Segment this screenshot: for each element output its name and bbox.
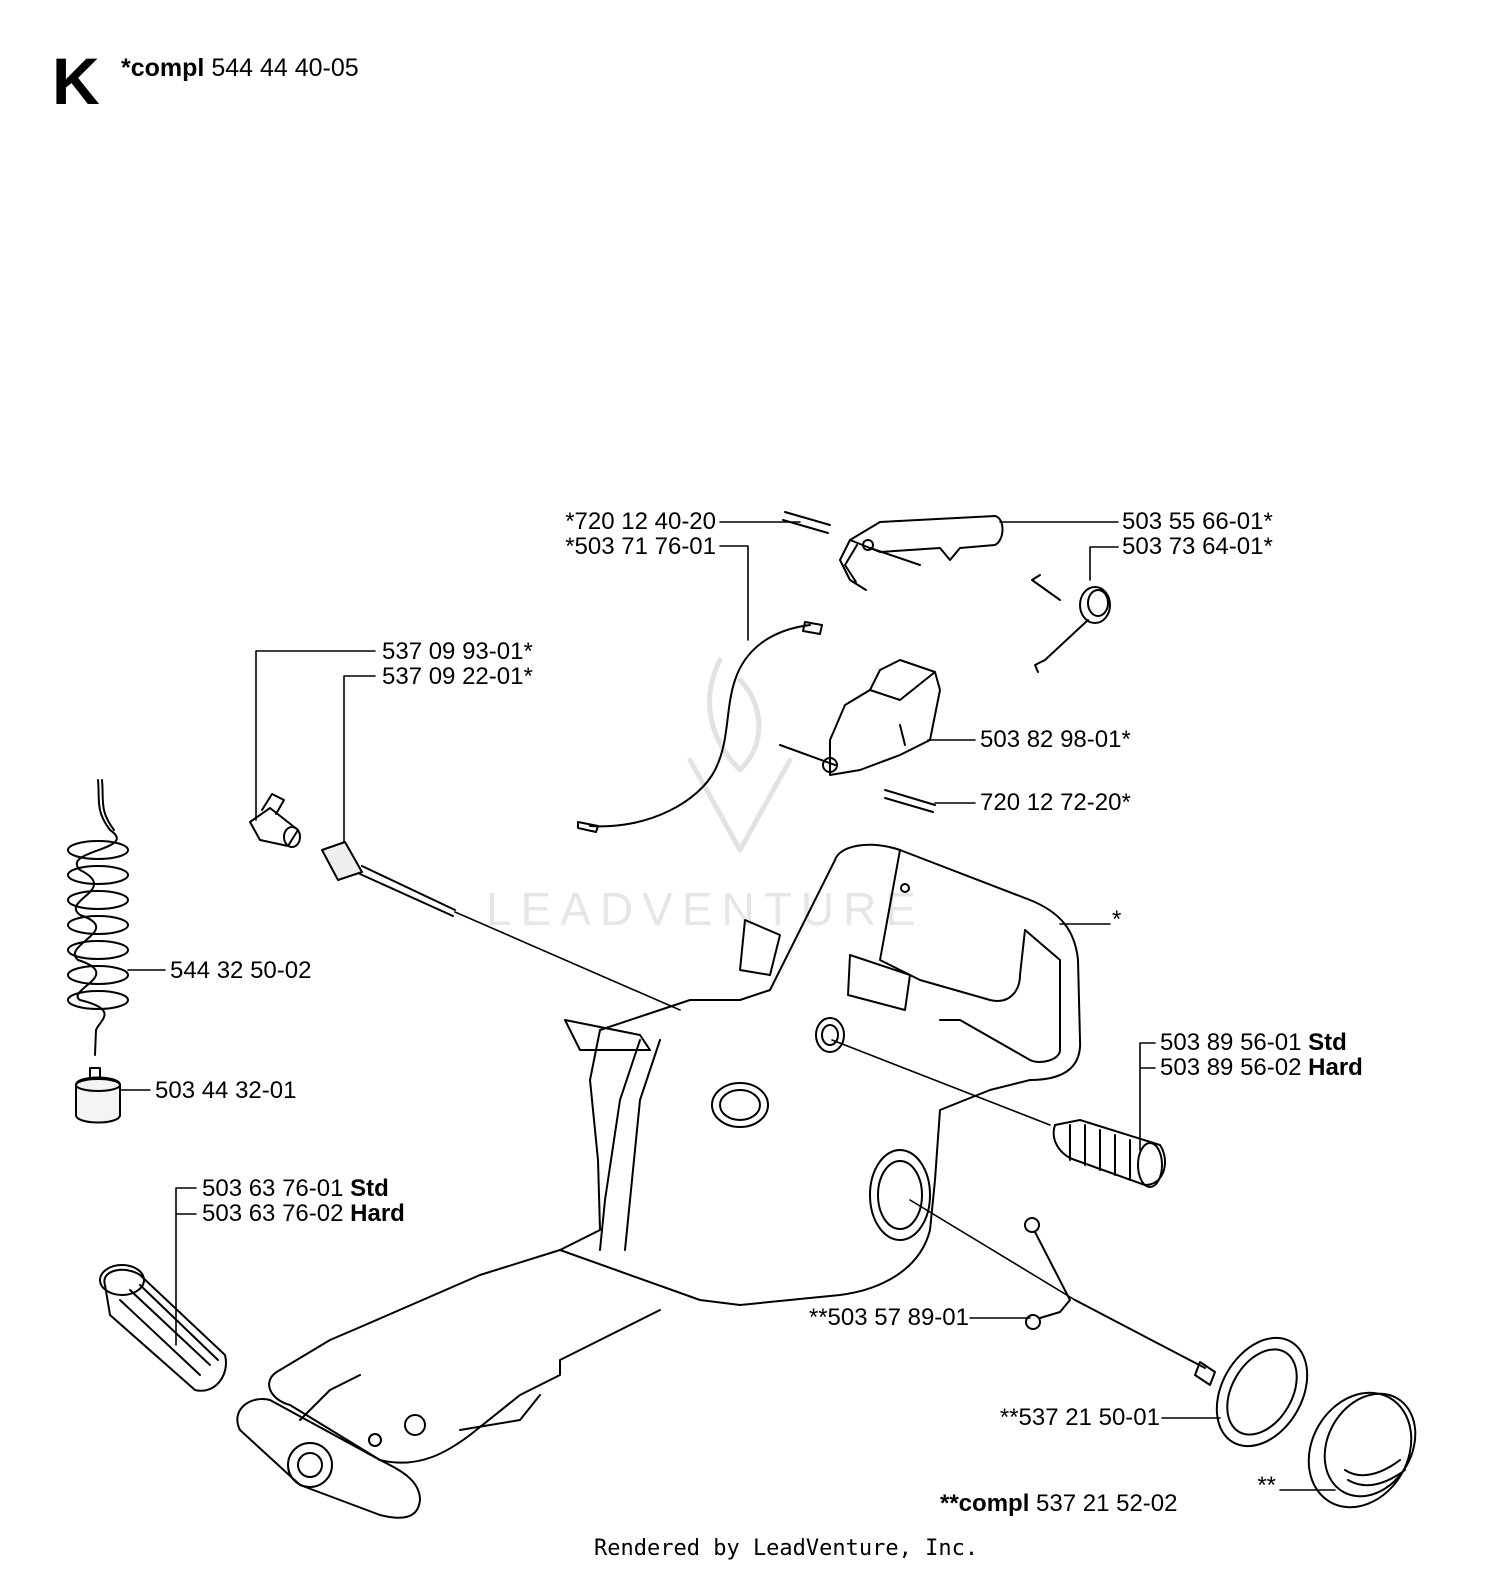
assembly-header: *compl 544 44 40-05	[121, 56, 359, 81]
assembly-header-prefix: *compl	[121, 54, 205, 82]
throttle-rod-part	[321, 841, 456, 917]
grip-right-part	[1052, 1119, 1166, 1188]
throttle-trigger-part	[782, 511, 1004, 591]
callout-503-73-64-01: 503 73 64-01*	[1122, 533, 1273, 560]
fuel-filter-part	[75, 1067, 121, 1124]
callout-fuel-cap: **	[1257, 1472, 1276, 1499]
throttle-cable-part	[577, 621, 823, 833]
leader-537-09-22-01	[343, 675, 376, 851]
trigger-spring-part	[1031, 574, 1111, 673]
callout-503-89-56-02: 503 89 56-02 Hard	[1160, 1054, 1363, 1081]
callout-compl-537-21-52-02: **compl 537 21 52-02	[940, 1490, 1178, 1517]
callout-503-71-76-01: *503 71 76-01	[565, 533, 716, 560]
footer-credit: Rendered by LeadVenture, Inc.	[594, 1536, 979, 1561]
callout-503-55-66-01: 503 55 66-01*	[1122, 508, 1273, 535]
leader-503-63-76	[175, 1187, 197, 1346]
callout-housing: *	[1112, 906, 1122, 933]
watermark-text: LEADVENTURE	[486, 883, 925, 935]
leader-grip-right	[831, 1039, 1051, 1126]
leader-throttle-rod	[454, 911, 681, 1011]
fuel-cap-part	[1307, 1391, 1417, 1509]
callout-720-12-72-20: 720 12 72-20*	[980, 789, 1131, 816]
leader-fuel-hose	[909, 1199, 1076, 1301]
callout-503-63-76-02: 503 63 76-02 Hard	[202, 1200, 405, 1227]
leader-537-09-93-01	[255, 650, 376, 821]
throttle-fitting-part	[249, 793, 301, 848]
fuel-hose-coil-part	[67, 779, 129, 1056]
assembly-header-number: 544 44 40-05	[211, 54, 359, 82]
callout-537-21-50-01: **537 21 50-01	[999, 1404, 1160, 1431]
callout-720-12-40-20: *720 12 40-20	[565, 508, 716, 535]
throttle-lockout-part	[779, 659, 941, 813]
fuel-cap-seal-part	[1215, 1336, 1309, 1448]
callout-537-09-22-01: 537 09 22-01*	[382, 663, 533, 690]
callout-544-32-50-02: 544 32 50-02	[170, 957, 312, 984]
watermark-logo-icon	[687, 657, 793, 853]
callout-537-09-93-01: 537 09 93-01*	[382, 638, 533, 665]
leader-lines	[111, 521, 1336, 1491]
leader-503-89-56	[1139, 1042, 1156, 1151]
grip-left-part	[99, 1264, 227, 1392]
leader-503-73-64-01	[1089, 546, 1119, 581]
section-letter: K	[52, 44, 100, 118]
callout-503-44-32-01: 503 44 32-01	[155, 1077, 297, 1104]
callout-503-63-76-01: 503 63 76-01 Std	[202, 1175, 389, 1202]
leader-503-71-76-01	[719, 545, 749, 641]
rear-handle-housing-part	[236, 843, 1082, 1519]
callout-503-57-89-01: **503 57 89-01	[808, 1304, 969, 1331]
callout-503-89-56-01: 503 89 56-01 Std	[1160, 1029, 1347, 1056]
callout-503-82-98-01: 503 82 98-01*	[980, 726, 1131, 753]
fuel-pickup-part	[1024, 1217, 1216, 1386]
